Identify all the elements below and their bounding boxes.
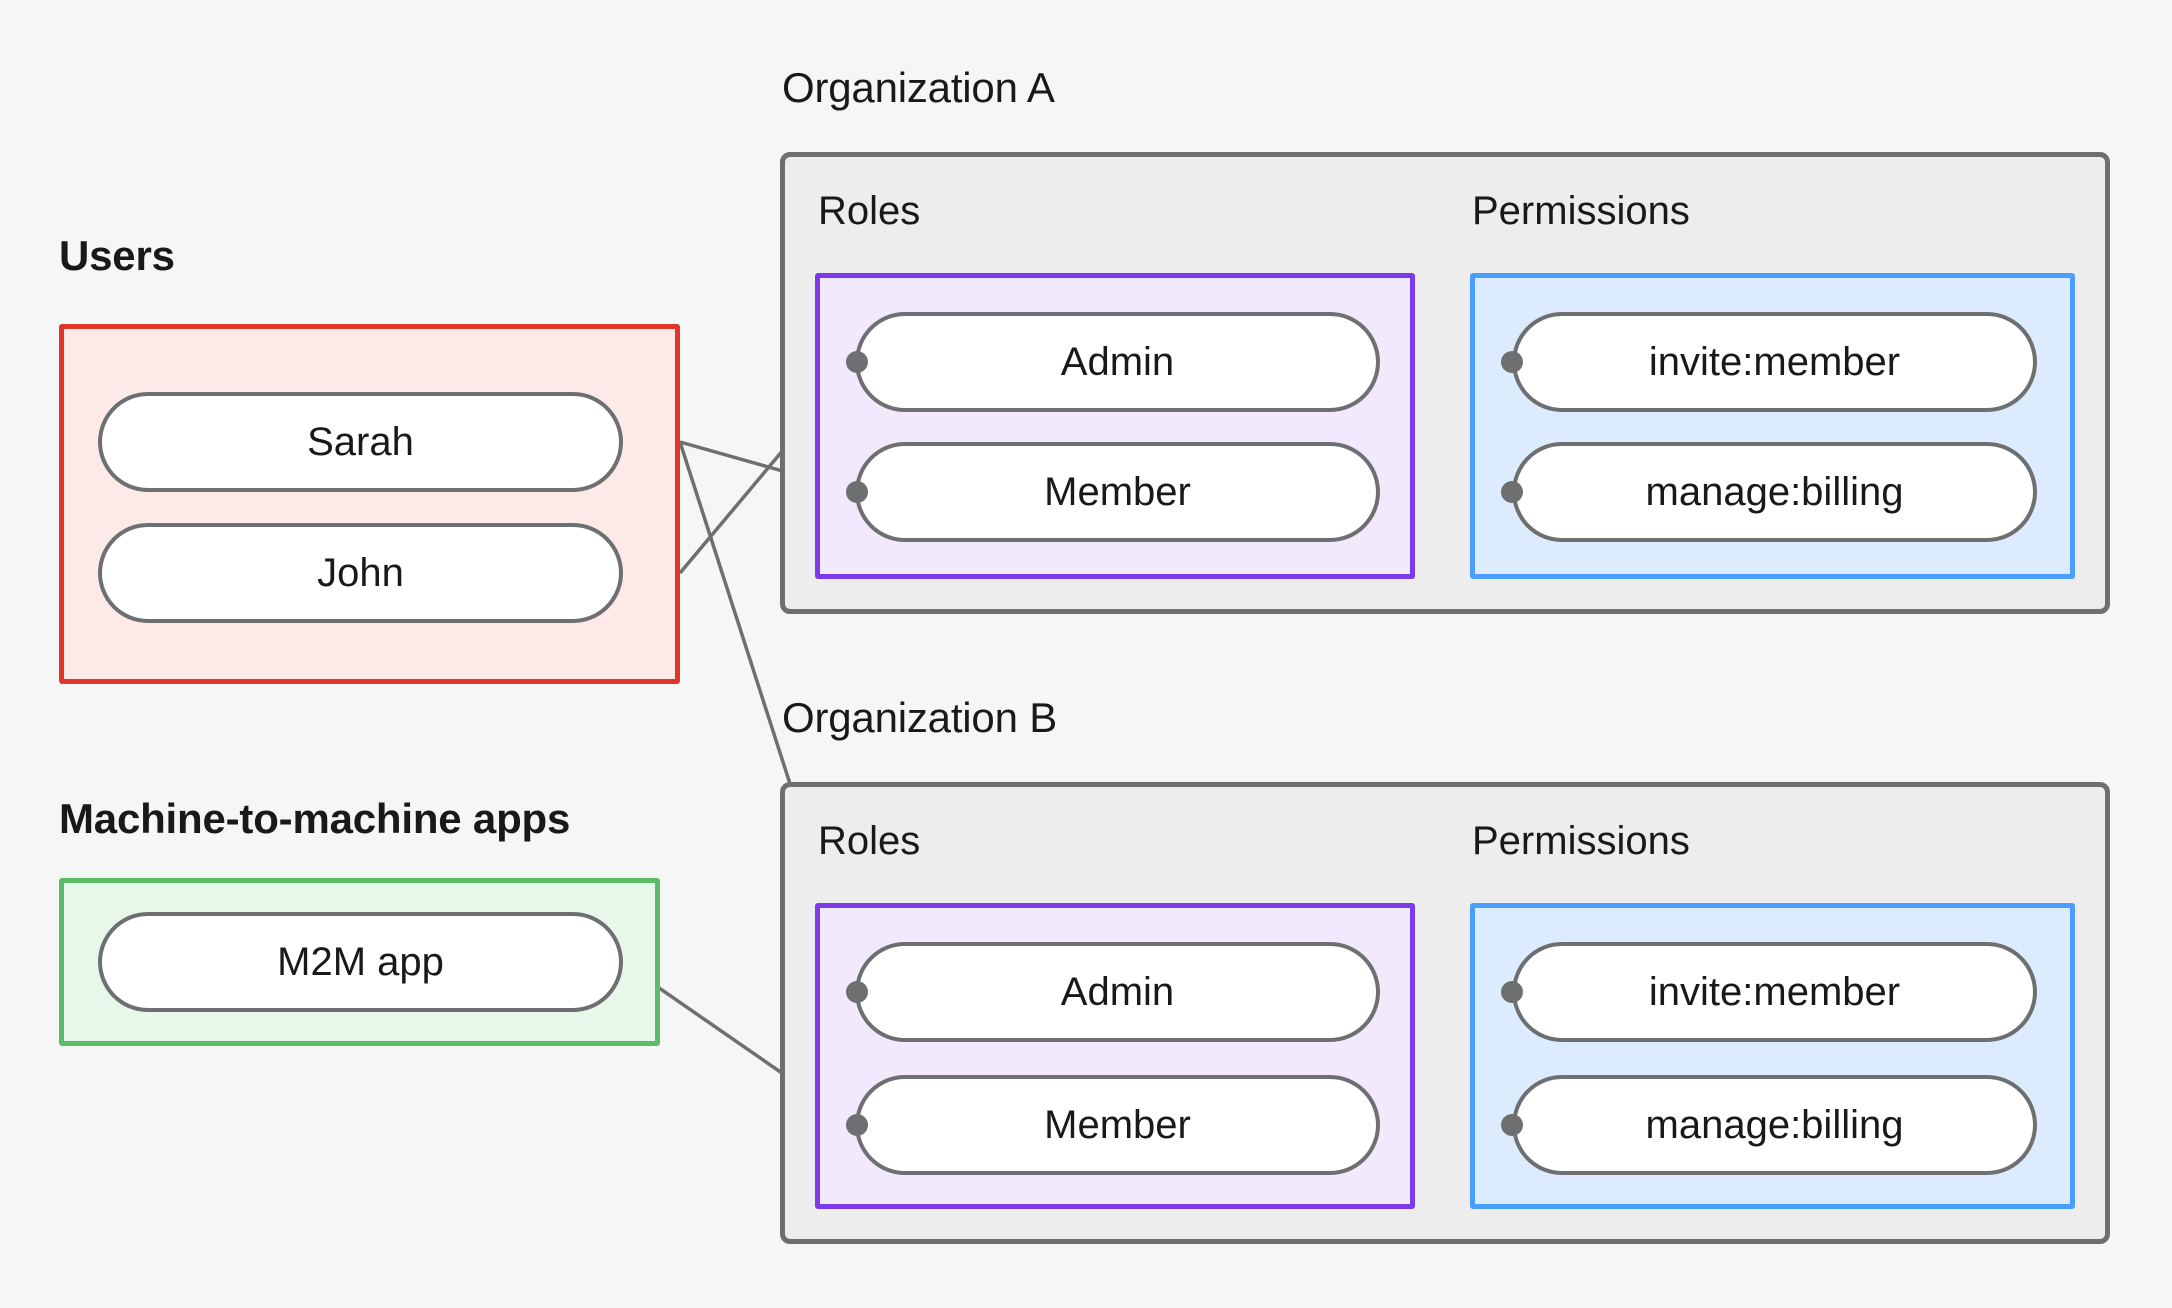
org-b-role-member[interactable]: Member (855, 1075, 1380, 1175)
org-b-permission-invite-member[interactable]: invite:member (1512, 942, 2037, 1042)
m2m-section-title: Machine-to-machine apps (59, 795, 571, 842)
org-b-role-admin-label: Admin (1060, 969, 1175, 1014)
user-label-john: John (317, 550, 404, 595)
org-a-role-admin-label: Admin (1060, 339, 1175, 384)
org-b-roles-label: Roles (818, 819, 921, 863)
org-a-role-admin[interactable]: Admin (855, 312, 1380, 412)
user-label-sarah: Sarah (307, 419, 414, 464)
org-a-roles-label: Roles (818, 189, 921, 233)
user-node-john[interactable]: John (98, 523, 623, 623)
org-b-role-admin[interactable]: Admin (855, 942, 1380, 1042)
org-b-title: Organization B (782, 694, 1058, 741)
org-a-role-member[interactable]: Member (855, 442, 1380, 542)
users-group-box (59, 324, 680, 684)
org-b-permission-invite-member-label: invite:member (1648, 969, 1901, 1014)
org-a-permission-manage-billing-label: manage:billing (1645, 469, 1904, 514)
m2m-node-app[interactable]: M2M app (98, 912, 623, 1012)
org-a-permissions-label: Permissions (1472, 189, 1690, 233)
org-b-role-member-label: Member (1044, 1102, 1191, 1147)
org-b-permissions-label: Permissions (1472, 819, 1690, 863)
org-a-permission-invite-member[interactable]: invite:member (1512, 312, 2037, 412)
users-section-title: Users (59, 232, 175, 279)
org-a-permission-manage-billing[interactable]: manage:billing (1512, 442, 2037, 542)
user-node-sarah[interactable]: Sarah (98, 392, 623, 492)
org-a-role-member-label: Member (1044, 469, 1191, 514)
org-a-permission-invite-member-label: invite:member (1648, 339, 1901, 384)
org-b-permission-manage-billing-label: manage:billing (1645, 1102, 1904, 1147)
org-b-permission-manage-billing[interactable]: manage:billing (1512, 1075, 2037, 1175)
m2m-label-app: M2M app (277, 939, 444, 984)
org-a-title: Organization A (782, 64, 1055, 111)
